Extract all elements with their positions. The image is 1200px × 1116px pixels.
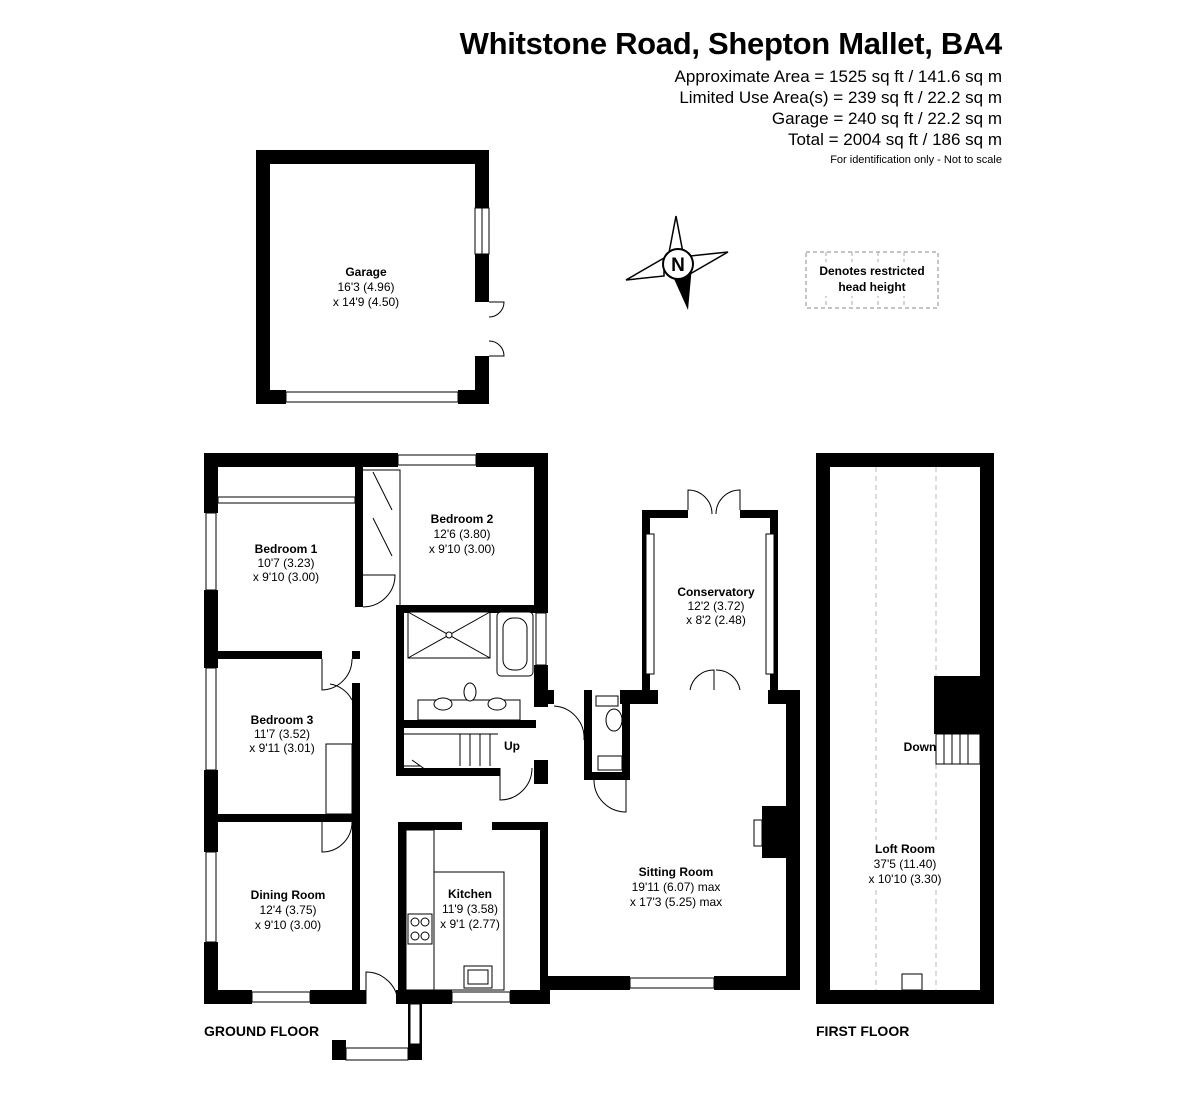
bedroom-3-dim-1: 11'7 (3.52) <box>254 727 310 741</box>
sitting-room-name: Sitting Room <box>639 865 714 879</box>
bedroom-1-name: Bedroom 1 <box>255 542 318 556</box>
bedroom-2-dim-2: x 9'10 (3.00) <box>429 542 495 556</box>
loft-room-dim-2: x 10'10 (3.30) <box>868 872 941 886</box>
kitchen-dim-1: 11'9 (3.58) <box>442 902 498 916</box>
sitting-room-dim-2: x 17'3 (5.25) max <box>630 895 722 909</box>
conservatory-dim-1: 12'2 (3.72) <box>688 599 745 613</box>
area-approximate: Approximate Area = 1525 sq ft / 141.6 sq… <box>674 67 1002 86</box>
area-limited-use: Limited Use Area(s) = 239 sq ft / 22.2 s… <box>679 88 1002 107</box>
dining-room-name: Dining Room <box>251 888 326 902</box>
room-label-bedroom-2: Bedroom 2 12'6 (3.80) x 9'10 (3.00) <box>429 512 495 556</box>
room-label-bedroom-3: Bedroom 3 11'7 (3.52) x 9'11 (3.01) <box>249 713 314 755</box>
garage-outline <box>256 150 505 404</box>
kitchen-dim-2: x 9'1 (2.77) <box>440 917 500 931</box>
bedroom-3-name: Bedroom 3 <box>251 713 314 727</box>
legend-line-2: head height <box>838 280 905 294</box>
conservatory-name: Conservatory <box>677 585 755 599</box>
bedroom-2-dim-1: 12'6 (3.80) <box>434 527 491 541</box>
compass-icon: N <box>625 215 729 310</box>
garage-dim-2: x 14'9 (4.50) <box>333 295 399 309</box>
ground-floor-walls <box>204 453 800 1061</box>
ground-floor-label: GROUND FLOOR <box>204 1023 319 1039</box>
dining-room-dim-1: 12'4 (3.75) <box>260 903 317 917</box>
room-label-sitting-room: Sitting Room 19'11 (6.07) max x 17'3 (5.… <box>630 865 722 909</box>
disclaimer: For identification only - Not to scale <box>830 154 1002 166</box>
room-label-garage: Garage 16'3 (4.96) x 14'9 (4.50) <box>333 265 399 309</box>
compass-north-label: N <box>671 255 685 276</box>
header: Whitstone Road, Shepton Mallet, BA4 Appr… <box>459 26 1003 168</box>
kitchen-name: Kitchen <box>448 887 492 901</box>
stairs-up-label: Up <box>504 739 520 753</box>
first-floor-label: FIRST FLOOR <box>816 1023 909 1039</box>
bedroom-1-dim-2: x 9'10 (3.00) <box>253 570 319 584</box>
room-label-dining-room: Dining Room 12'4 (3.75) x 9'10 (3.00) <box>251 888 326 932</box>
legend-line-1: Denotes restricted <box>819 264 924 278</box>
area-garage: Garage = 240 sq ft / 22.2 sq m <box>771 109 1002 128</box>
garage-name: Garage <box>345 265 387 279</box>
room-label-bedroom-1: Bedroom 1 10'7 (3.23) x 9'10 (3.00) <box>253 542 319 584</box>
area-total: Total = 2004 sq ft / 186 sq m <box>787 130 1002 149</box>
first-floor-walls <box>816 453 994 1004</box>
bedroom-3-dim-2: x 9'11 (3.01) <box>249 741 314 755</box>
bedroom-1-dim-1: 10'7 (3.23) <box>258 556 315 570</box>
room-label-kitchen: Kitchen 11'9 (3.58) x 9'1 (2.77) <box>440 887 500 931</box>
area-summary: Approximate Area = 1525 sq ft / 141.6 sq… <box>460 66 1002 150</box>
restricted-height-legend: Denotes restricted head height <box>805 251 939 309</box>
room-label-conservatory: Conservatory 12'2 (3.72) x 8'2 (2.48) <box>677 585 755 627</box>
property-title: Whitstone Road, Shepton Mallet, BA4 <box>459 26 1003 61</box>
sitting-room-dim-1: 19'11 (6.07) max <box>632 880 721 894</box>
stairs-down-label: Down <box>904 740 937 754</box>
garage-dim-1: 16'3 (4.96) <box>338 280 395 294</box>
bedroom-2-name: Bedroom 2 <box>431 512 494 526</box>
room-label-loft-room: Loft Room 37'5 (11.40) x 10'10 (3.30) <box>866 840 952 888</box>
loft-room-name: Loft Room <box>875 842 935 856</box>
conservatory-dim-2: x 8'2 (2.48) <box>686 613 746 627</box>
loft-room-dim-1: 37'5 (11.40) <box>874 857 937 871</box>
dining-room-dim-2: x 9'10 (3.00) <box>255 918 321 932</box>
